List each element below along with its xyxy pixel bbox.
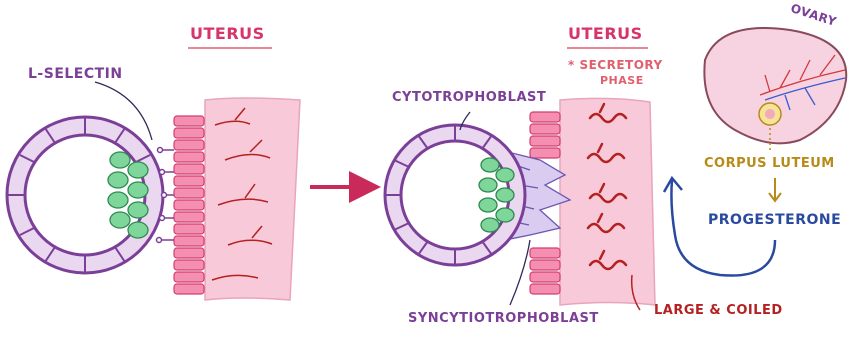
- syncytiotrophoblast-pointer: [510, 240, 530, 305]
- l-selectin-label: L-SELECTIN: [28, 66, 123, 82]
- ovary-shape: [704, 28, 846, 143]
- uterus-label-left: UTERUS: [190, 24, 265, 43]
- blastocyst-right: [385, 125, 525, 265]
- blastocyst-left: [7, 117, 163, 273]
- secretory-label: * SECRETORY: [568, 58, 663, 72]
- syncytiotrophoblast-label: SYNCYTIOTROPHOBLAST: [408, 311, 599, 326]
- corpus-to-progesterone-arrow: [769, 178, 781, 201]
- corpus-luteum-label: CORPUS LUTEUM: [704, 156, 835, 171]
- uterine-epithelium-left: [174, 116, 204, 294]
- large-coiled-emphasis: COILED: [726, 303, 782, 318]
- large-coiled-prefix: LARGE &: [654, 303, 726, 318]
- secretory-phase-label: PHASE: [600, 74, 644, 87]
- cytotrophoblast-label: CYTOTROPHOBLAST: [392, 90, 546, 105]
- large-coiled-label: LARGE & COILED: [654, 303, 783, 318]
- uterus-label-right: UTERUS: [568, 24, 643, 43]
- corpus-luteum: [759, 103, 781, 125]
- progesterone-label: PROGESTERONE: [708, 212, 841, 228]
